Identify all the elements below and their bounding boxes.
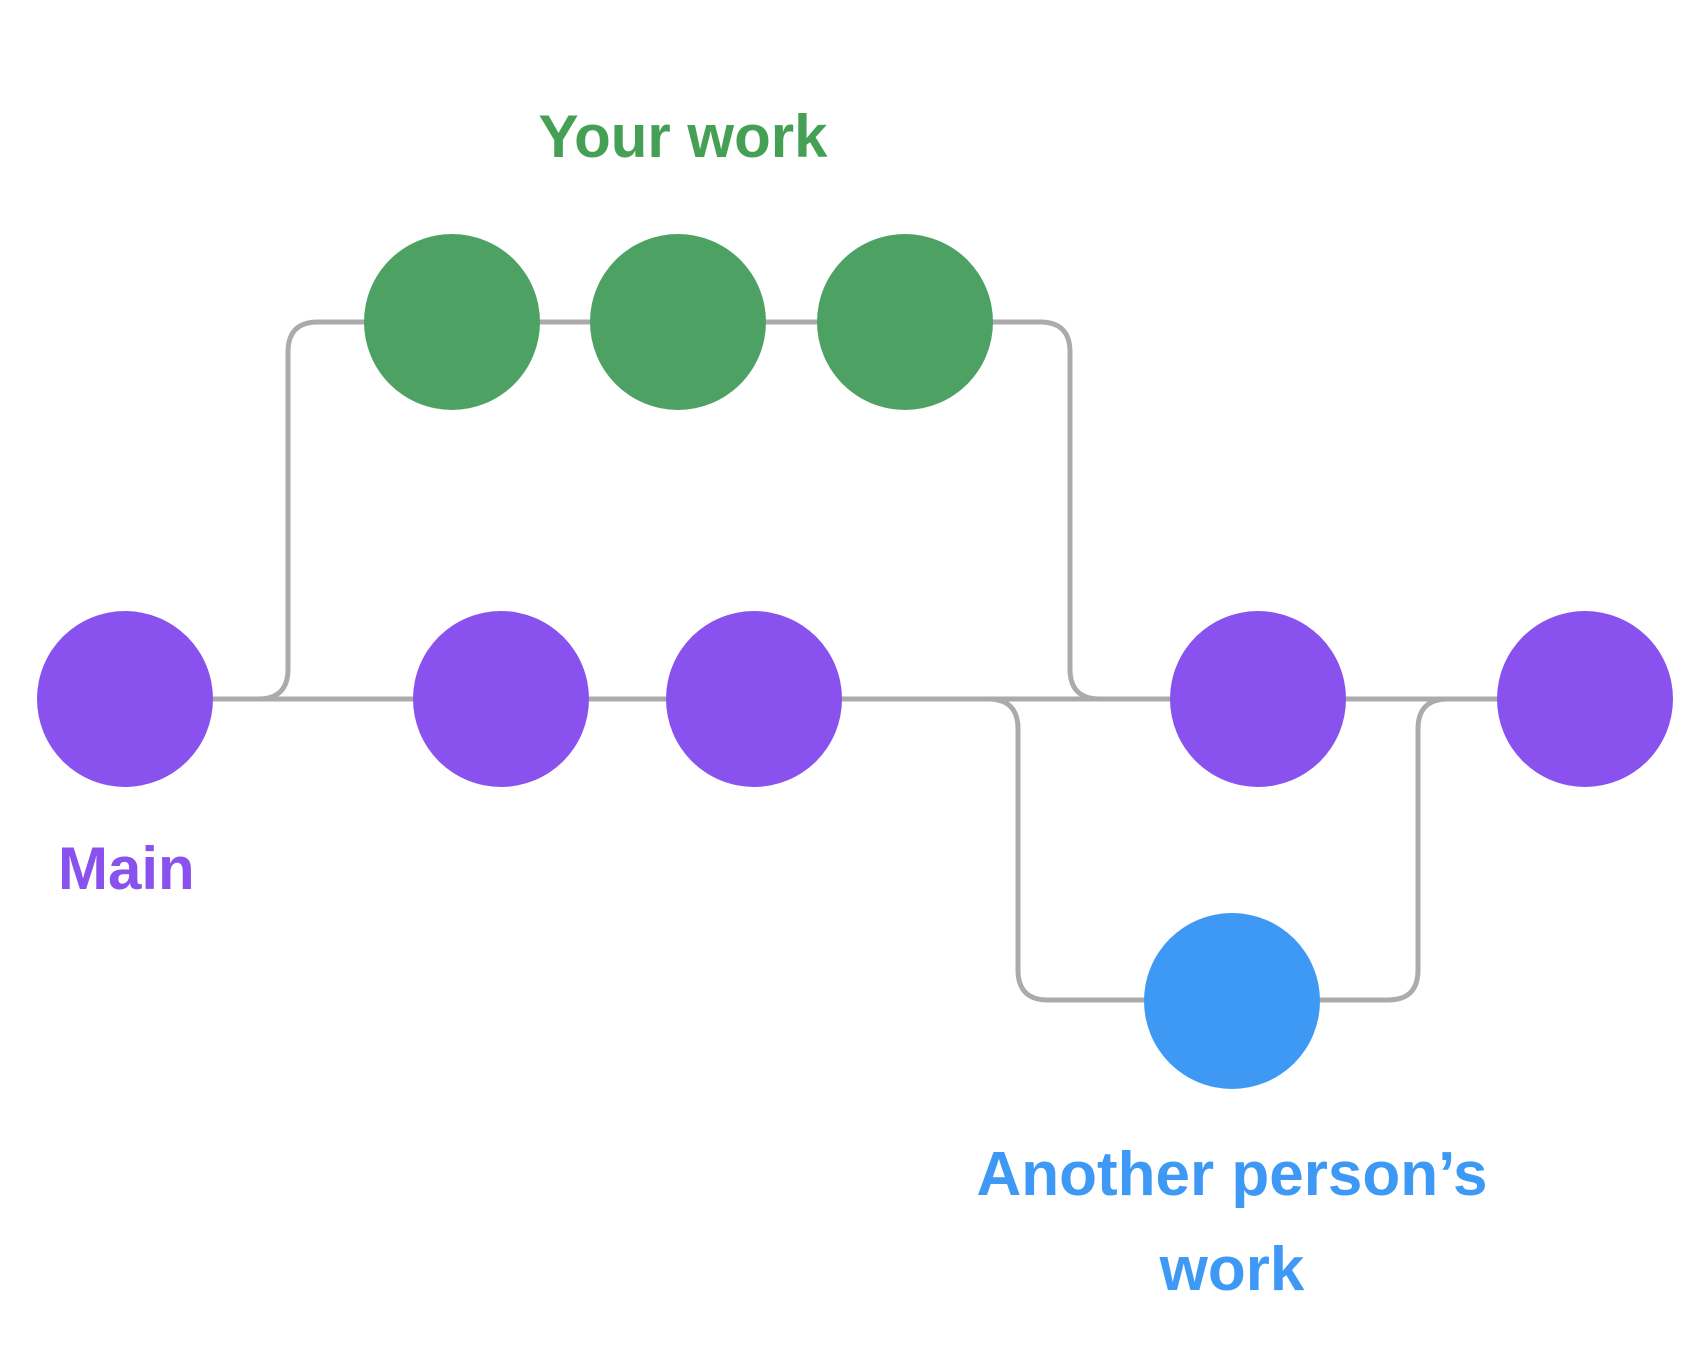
commit-node-main-1: [37, 611, 213, 787]
commit-node-main-3: [666, 611, 842, 787]
commit-node-another-person-1: [1144, 913, 1320, 1089]
commit-node-your-work-2: [590, 234, 766, 410]
commit-node-main-2: [413, 611, 589, 787]
another-person-branch-label: Another person’s work: [976, 1140, 1488, 1304]
commit-node-main-5: [1497, 611, 1673, 787]
your-work-branch-label: Your work: [538, 103, 828, 170]
main-branch-label: Main: [58, 835, 195, 902]
commit-node-your-work-1: [364, 234, 540, 410]
commit-node-your-work-3: [817, 234, 993, 410]
commit-node-main-4: [1170, 611, 1346, 787]
